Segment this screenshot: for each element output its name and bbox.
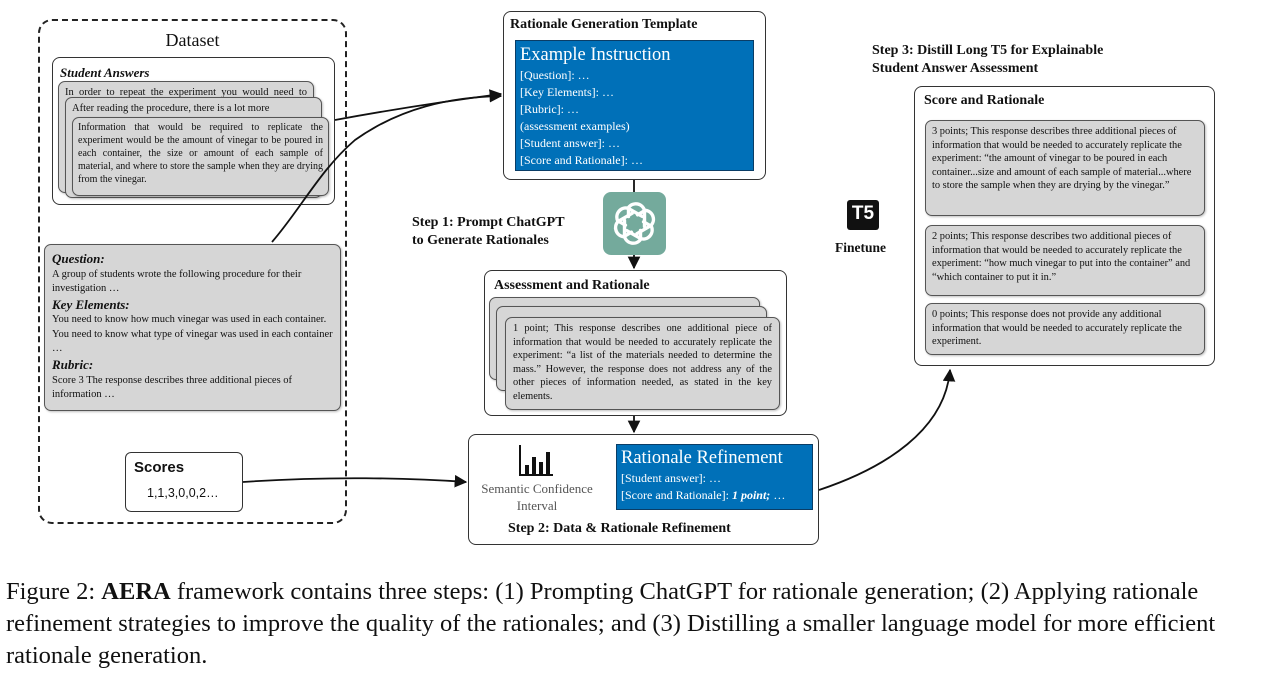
student-answer-card-3-text: Information that would be required to re… bbox=[78, 122, 323, 185]
arrow-question-card-to-template bbox=[271, 89, 503, 243]
step2-label: Step 2: Data & Rationale Refinement bbox=[508, 521, 731, 536]
question-rubric-card: Question: A group of students wrote the … bbox=[44, 244, 341, 411]
t5-logo-text: T5 bbox=[851, 203, 875, 224]
connector-arrows bbox=[242, 89, 956, 491]
key-elements-label: Key Elements: bbox=[52, 296, 130, 312]
arrow-refinement-to-score-panel bbox=[818, 368, 956, 491]
refinement-line2-suffix: … bbox=[770, 488, 786, 503]
question-label: Question: bbox=[52, 251, 105, 266]
template-line-score-rationale: [Score and Rationale]: … bbox=[520, 153, 643, 168]
semantic-confidence-interval-label: Semantic Confidence Interval bbox=[481, 481, 593, 513]
bar-chart-icon bbox=[518, 444, 554, 478]
rationale-refinement-box: Rationale Refinement [Student answer]: …… bbox=[616, 444, 813, 510]
finetune-label: Finetune bbox=[835, 240, 887, 255]
refinement-line2-emphasis: 1 point; bbox=[731, 488, 771, 503]
step3-label: Step 3: Distill Long T5 for Explainable … bbox=[872, 42, 1103, 79]
scores-values: 1,1,3,0,0,2… bbox=[147, 486, 219, 500]
dataset-container bbox=[38, 19, 347, 524]
step3-line2: Student Answer Assessment bbox=[872, 61, 1039, 77]
rationale-card-2-points: 2 points; This response describes two ad… bbox=[925, 225, 1205, 296]
rationale-card-0-points-text: 0 points; This response does not provide… bbox=[932, 309, 1182, 348]
step1-label: Step 1: Prompt ChatGPT to Generate Ratio… bbox=[412, 214, 565, 251]
scores-title: Scores bbox=[134, 459, 185, 476]
rubric-label: Rubric: bbox=[52, 356, 94, 372]
student-answer-card-3: Information that would be required to re… bbox=[72, 117, 329, 196]
example-instruction-box: Example Instruction [Question]: … [Key E… bbox=[515, 40, 754, 171]
refinement-line-student-answer: [Student answer]: … bbox=[621, 471, 721, 486]
rationale-refinement-title: Rationale Refinement bbox=[621, 448, 783, 468]
refinement-line-score-rationale: [Score and Rationale]: 1 point; … bbox=[621, 487, 808, 504]
rationale-template-title: Rationale Generation Template bbox=[510, 17, 698, 32]
rationale-card-2-points-text: 2 points; This response describes two ad… bbox=[932, 231, 1191, 283]
student-answers-heading: Student Answers bbox=[60, 65, 150, 80]
rationale-card-3-points-text: 3 points; This response describes three … bbox=[932, 126, 1192, 192]
caption-rest: framework contains three steps: (1) Prom… bbox=[6, 578, 1216, 669]
template-line-student-answer: [Student answer]: … bbox=[520, 136, 620, 151]
rationale-card-3-points: 3 points; This response describes three … bbox=[925, 120, 1205, 216]
step1-line1: Step 1: Prompt ChatGPT bbox=[412, 215, 565, 230]
figure-caption: Figure 2: AERA framework contains three … bbox=[6, 576, 1264, 672]
key-element-2: You need to know what type of vinegar wa… bbox=[52, 328, 333, 354]
rubric-text: Score 3 The response describes three add… bbox=[52, 374, 293, 400]
caption-bold: AERA bbox=[101, 578, 171, 605]
template-line-rubric: [Rubric]: … bbox=[520, 102, 579, 117]
chatgpt-logo-icon bbox=[603, 192, 666, 255]
arrow-scores-to-refinement bbox=[242, 474, 468, 488]
aera-framework-diagram: Dataset Student Answers In order to repe… bbox=[38, 11, 1215, 545]
dataset-title: Dataset bbox=[165, 30, 220, 50]
score-rationale-title: Score and Rationale bbox=[924, 93, 1045, 108]
template-line-assessment-examples: (assessment examples) bbox=[520, 119, 630, 134]
step1-line2: to Generate Rationales bbox=[412, 233, 549, 249]
assessment-card: 1 point; This response describes one add… bbox=[505, 317, 780, 410]
rationale-card-0-points: 0 points; This response does not provide… bbox=[925, 303, 1205, 355]
student-answer-card-2-text: After reading the procedure, there is a … bbox=[72, 103, 270, 114]
assessment-title: Assessment and Rationale bbox=[494, 278, 650, 293]
template-line-question: [Question]: … bbox=[520, 68, 590, 83]
key-element-1: You need to know how much vinegar was us… bbox=[52, 314, 327, 326]
scores-box: Scores 1,1,3,0,0,2… bbox=[125, 452, 243, 512]
template-line-key-elements: [Key Elements]: … bbox=[520, 85, 614, 100]
example-instruction-title: Example Instruction bbox=[520, 45, 671, 65]
refinement-line2-prefix: [Score and Rationale]: bbox=[621, 488, 732, 503]
t5-logo-icon: T5 bbox=[847, 200, 879, 230]
assessment-card-text: 1 point; This response describes one add… bbox=[513, 323, 772, 402]
question-text: A group of students wrote the following … bbox=[52, 268, 302, 294]
step3-line1: Step 3: Distill Long T5 for Explainable bbox=[872, 43, 1104, 58]
caption-prefix: Figure 2: bbox=[6, 578, 102, 605]
